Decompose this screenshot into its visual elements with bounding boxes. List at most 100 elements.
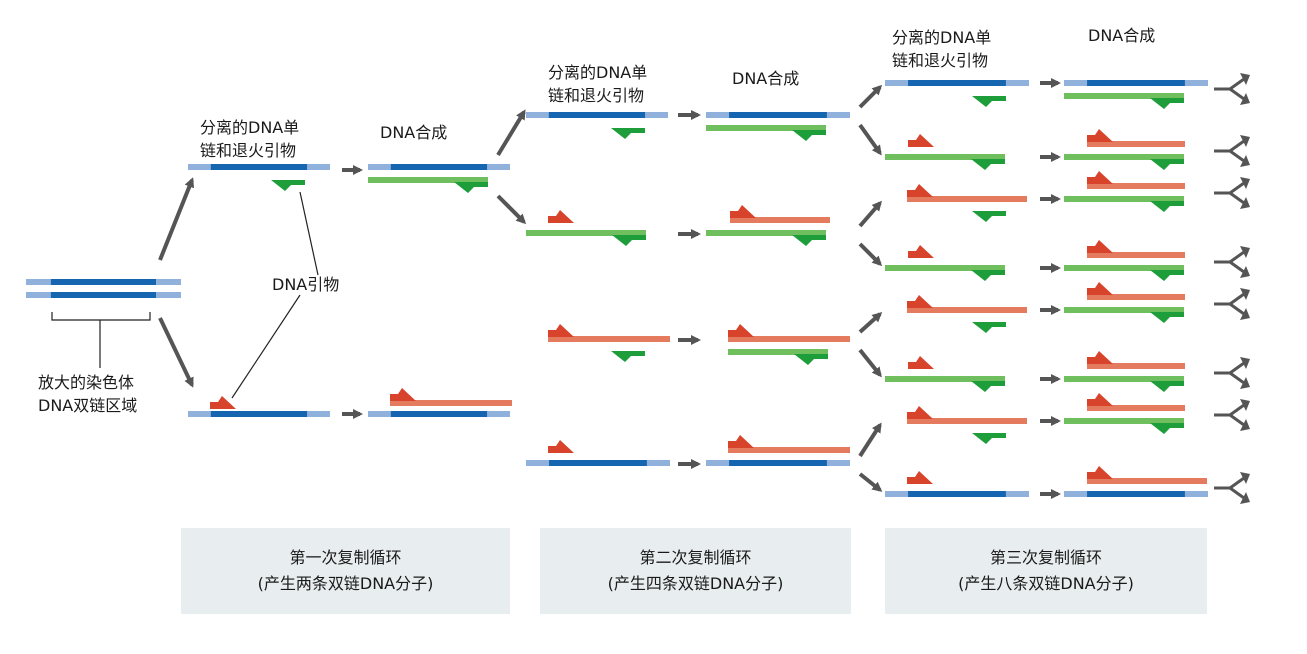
new-strand-green-117: [1064, 418, 1184, 424]
primer-green-36: [792, 235, 826, 246]
primer-green-103: [971, 381, 1005, 392]
primer-green-8: [271, 180, 305, 191]
new-strand-red-37: [548, 336, 670, 342]
template-strand-29: [729, 112, 827, 118]
template-strand-62: [1087, 80, 1185, 86]
new-strand-green-25: [526, 230, 646, 236]
template-strand-50: [729, 460, 827, 466]
label-chromosome-region-a: 放大的染色体: [38, 373, 134, 392]
caption-cycle-1-subtitle: (产生两条双链DNA分子): [257, 574, 434, 593]
template-strand-end-50: [706, 460, 730, 466]
template-strand-45: [549, 460, 647, 466]
fork-83: [1214, 181, 1245, 195]
fork-head-74b: [1240, 155, 1250, 167]
template-strand-end-2b: [156, 292, 181, 298]
process-arrow-57: [858, 422, 882, 458]
new-strand-green-66: [885, 154, 1005, 160]
fork-65b: [1229, 87, 1245, 101]
fork-head-119: [1240, 399, 1250, 411]
fork-74b: [1229, 149, 1245, 163]
primer-red-38: [548, 324, 574, 337]
new-strand-red-48: [728, 447, 850, 453]
template-strand-end-50b: [826, 460, 850, 466]
template-strand-end-120b: [1005, 491, 1029, 497]
primer-green-82: [1150, 201, 1184, 212]
template-strand-end-120: [885, 491, 909, 497]
fork-head-119b: [1240, 419, 1250, 431]
template-strand-end-9: [188, 411, 211, 417]
primer-red-20: [390, 388, 416, 401]
template-strand-end-59: [885, 80, 909, 86]
template-strand-end-1: [26, 279, 51, 285]
template-strand-1: [50, 279, 157, 285]
fork-head-126b: [1240, 492, 1250, 504]
pointer-line-12: [231, 294, 301, 399]
label-separate-anneal-1b: 链和退火引物: [200, 141, 296, 160]
process-arrow-51: [858, 84, 883, 109]
template-strand-end-2: [26, 292, 51, 298]
primer-green-91: [1150, 270, 1184, 281]
template-strand-end-125b: [1184, 491, 1208, 497]
new-strand-green-84: [885, 265, 1005, 271]
label-separate-anneal-1a: 分离的DNA单: [200, 118, 299, 137]
fork-74: [1214, 139, 1245, 153]
primer-red-34: [730, 205, 756, 218]
primer-red-49: [728, 435, 754, 448]
fork-92: [1214, 250, 1245, 264]
fork-101b: [1229, 302, 1245, 316]
process-arrow-6: [158, 317, 194, 388]
label-separate-anneal-2b: 链和退火引物: [548, 86, 644, 105]
new-strand-green-35: [706, 230, 826, 236]
new-strand-red-93: [907, 307, 1027, 313]
fork-126: [1214, 476, 1245, 490]
template-strand-59: [908, 80, 1006, 86]
primer-green-67: [971, 159, 1005, 170]
template-strand-end-14b: [487, 164, 510, 170]
new-strand-red-111: [907, 418, 1027, 424]
primer-red-124: [1087, 466, 1113, 479]
new-strand-red-97: [1087, 294, 1185, 300]
template-strand-18: [390, 411, 488, 417]
new-strand-green-81: [1064, 196, 1184, 202]
new-strand-green-63: [1064, 93, 1184, 99]
fork-83b: [1229, 191, 1245, 205]
new-strand-green-102: [885, 376, 1005, 382]
label-separate-anneal-3a: 分离的DNA单: [892, 28, 991, 47]
caption-cycle-2: 第二次复制循环 (产生四条双链DNA分子): [540, 528, 851, 614]
caption-cycle-1-title: 第一次复制循环: [289, 548, 402, 567]
primer-green-24: [611, 128, 645, 139]
primer-green-118: [1150, 423, 1184, 434]
new-strand-red-33: [730, 217, 830, 223]
caption-cycle-3: 第三次复制循环 (产生八条双链DNA分子): [885, 528, 1207, 614]
label-dna-primer: DNA引物: [272, 275, 339, 294]
primer-green-109: [1150, 381, 1184, 392]
primer-red-89: [1087, 240, 1113, 253]
template-strand-end-23: [526, 112, 549, 118]
primer-green-85: [971, 270, 1005, 281]
fork-head-74: [1240, 135, 1250, 147]
primer-red-46: [548, 440, 574, 453]
label-dna-synthesis-3: DNA合成: [1088, 26, 1155, 45]
fork-head-110: [1240, 357, 1250, 369]
fork-head-126: [1240, 472, 1250, 484]
new-strand-red-19: [390, 400, 512, 406]
new-strand-green-108: [1064, 376, 1184, 382]
process-arrow-21: [496, 109, 526, 157]
new-strand-green-72: [1064, 154, 1184, 160]
primer-red-107: [1087, 351, 1113, 364]
template-strand-7: [210, 164, 308, 170]
primer-green-39: [611, 351, 645, 362]
template-strand-end-29: [706, 112, 730, 118]
new-strand-red-88: [1087, 252, 1185, 258]
label-separate-anneal-3b: 链和退火引物: [892, 51, 988, 70]
primer-green-95: [972, 322, 1006, 333]
template-strand-2: [50, 292, 157, 298]
label-chromosome-region-b: DNA双链区域: [38, 396, 137, 415]
template-strand-end-125: [1064, 491, 1088, 497]
fork-head-65: [1240, 73, 1250, 85]
fork-126b: [1229, 486, 1245, 500]
new-strand-red-115: [1087, 405, 1185, 411]
template-strand-end-7b: [307, 164, 330, 170]
